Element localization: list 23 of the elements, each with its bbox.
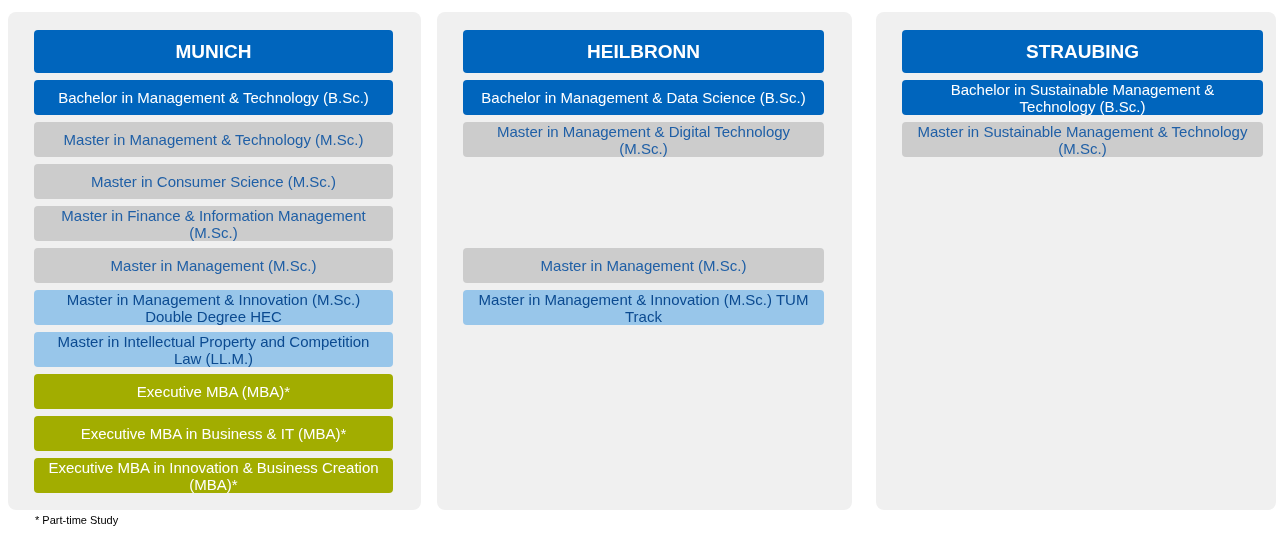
program-tile: Master in Management & Innovation (M.Sc.) TUM Track [463, 290, 824, 325]
campus-panel [437, 12, 852, 510]
program-tile: Master in Management (M.Sc.) [463, 248, 824, 283]
program-tile: Master in Finance & Information Management (M.Sc.) [34, 206, 393, 241]
program-tile: Master in Management (M.Sc.) [34, 248, 393, 283]
footnote: * Part-time Study [35, 514, 119, 526]
program-tile: Master in Management & Digital Technology (M.Sc.) [463, 122, 824, 157]
program-tile: Executive MBA in Business & IT (MBA)* [34, 416, 393, 451]
program-tile: Executive MBA in Innovation & Business Creation (MBA)* [34, 458, 393, 493]
program-tile: Executive MBA (MBA)* [34, 374, 393, 409]
program-tile: Bachelor in Management & Data Science (B.Sc.) [463, 80, 824, 115]
campus-panel [8, 12, 421, 510]
campus-header: STRAUBING [902, 30, 1263, 73]
program-tile: Master in Management & Innovation (M.Sc.) Double Degree HEC [34, 290, 393, 325]
program-tile: Master in Management & Technology (M.Sc.) [34, 122, 393, 157]
program-tile: Master in Sustainable Management & Technology (M.Sc.) [902, 122, 1263, 157]
program-tile: Bachelor in Management & Technology (B.Sc.) [34, 80, 393, 115]
campus-header: HEILBRONN [463, 30, 824, 73]
campus-header: MUNICH [34, 30, 393, 73]
program-tile: Bachelor in Sustainable Management & Technology (B.Sc.) [902, 80, 1263, 115]
program-tile: Master in Intellectual Property and Competition Law (LL.M.) [34, 332, 393, 367]
campus-panel [876, 12, 1276, 510]
program-tile: Master in Consumer Science (M.Sc.) [34, 164, 393, 199]
